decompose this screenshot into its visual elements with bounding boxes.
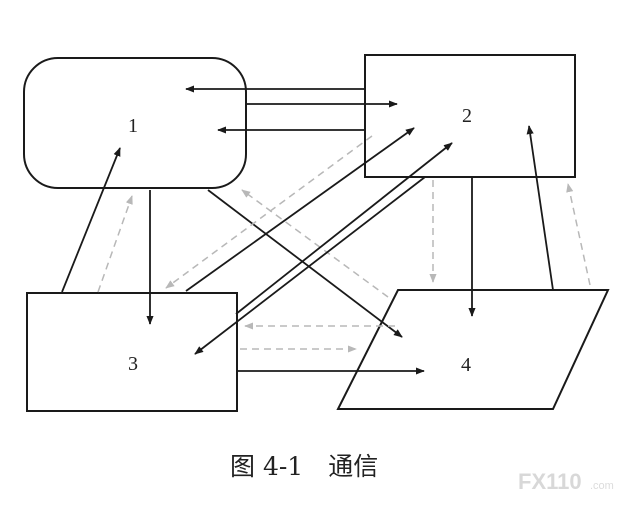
edge-3-to-2-a <box>185 127 415 292</box>
node-3-shape <box>26 292 238 412</box>
edge-4-to-1-dashed <box>241 189 389 298</box>
watermark-logo-text: FX110 <box>518 469 582 494</box>
edge-1-to-4 <box>207 189 403 338</box>
node-2-label: 2 <box>462 105 472 127</box>
node-2-shape <box>364 54 576 178</box>
watermark: FX110 .com <box>518 469 614 494</box>
figure-caption: 图 4-1 通信 <box>230 452 378 481</box>
node-4-shape <box>336 289 610 410</box>
edge-4-to-2 <box>526 125 554 291</box>
node-1-label: 1 <box>128 115 138 137</box>
edge-2-to-3-dashed <box>165 135 373 289</box>
node-3-label: 3 <box>128 353 138 375</box>
watermark-domain-text: .com <box>590 480 614 492</box>
node-4-label: 4 <box>461 354 471 376</box>
edge-3-to-1 <box>61 147 121 293</box>
edge-3-to-1-dashed <box>97 195 133 293</box>
edge-4-to-2-dashed <box>566 183 591 286</box>
edge-3-to-2-b <box>235 142 453 315</box>
edge-2-to-3 <box>194 176 426 355</box>
